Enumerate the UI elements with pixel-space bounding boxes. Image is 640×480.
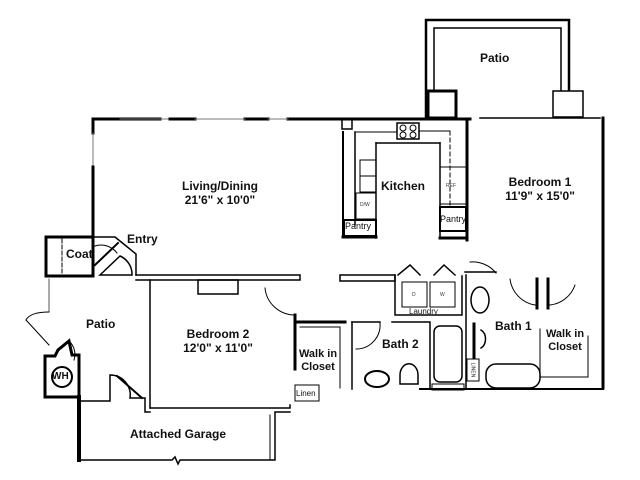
room-label: Bedroom 2 [186, 327, 250, 341]
room-label-patio-front: Patio [86, 317, 116, 331]
room-label-patio-rear: Patio [480, 51, 510, 65]
room-label: Living/Dining [182, 179, 258, 193]
room-dims: 11'9" x 15'0" [505, 188, 575, 203]
room-walk-in-closet-2: Walk in Closet [297, 348, 339, 373]
water-heater [51, 366, 73, 388]
room-bedroom-1: Bedroom 1 11'9" x 15'0" [490, 175, 590, 204]
dryer-label: D [412, 292, 416, 298]
room-label-entry: Entry [127, 232, 158, 246]
room-label-line1: Walk in [298, 348, 338, 360]
linen-closet-label: Linen [296, 389, 316, 398]
room-label: Bedroom 1 [508, 175, 572, 189]
bath-linen-label: LINEN [469, 362, 476, 378]
rear-patio-outer-wall [424, 18, 571, 120]
room-walk-in-closet-1: Walk in Closet [543, 328, 587, 353]
room-label-garage: Attached Garage [130, 427, 227, 441]
room-label-bath-2: Bath 2 [382, 337, 419, 351]
water-heater-label: WH [52, 371, 69, 382]
stove [396, 122, 420, 140]
room-label-coat: Coat [66, 247, 93, 261]
room-bedroom-2: Bedroom 2 12'0" x 11'0" [170, 327, 266, 356]
room-dims: 12'0" x 11'0" [183, 340, 253, 355]
bathtub-1 [485, 363, 541, 389]
pantry-left-label: Pantry [345, 221, 372, 231]
washer-label: W [440, 292, 445, 298]
refrigerator-label: REF [446, 183, 456, 189]
pantry-right-label: Pantry [440, 214, 467, 224]
dishwasher-label: D/W [360, 202, 370, 208]
room-label-bath-1: Bath 1 [495, 319, 532, 333]
room-dims: 21'6" x 10'0" [184, 192, 256, 207]
room-label-line1: Walk in [545, 328, 585, 340]
room-label-line2: Closet [301, 360, 335, 373]
room-label-kitchen: Kitchen [381, 179, 426, 193]
room-label-laundry: Laundry [409, 307, 438, 316]
water-heater-closet [43, 338, 81, 399]
bathtub-2 [433, 325, 463, 383]
room-label-line2: Closet [548, 340, 582, 353]
room-living-dining: Living/Dining 21'6" x 10'0" [168, 179, 272, 208]
